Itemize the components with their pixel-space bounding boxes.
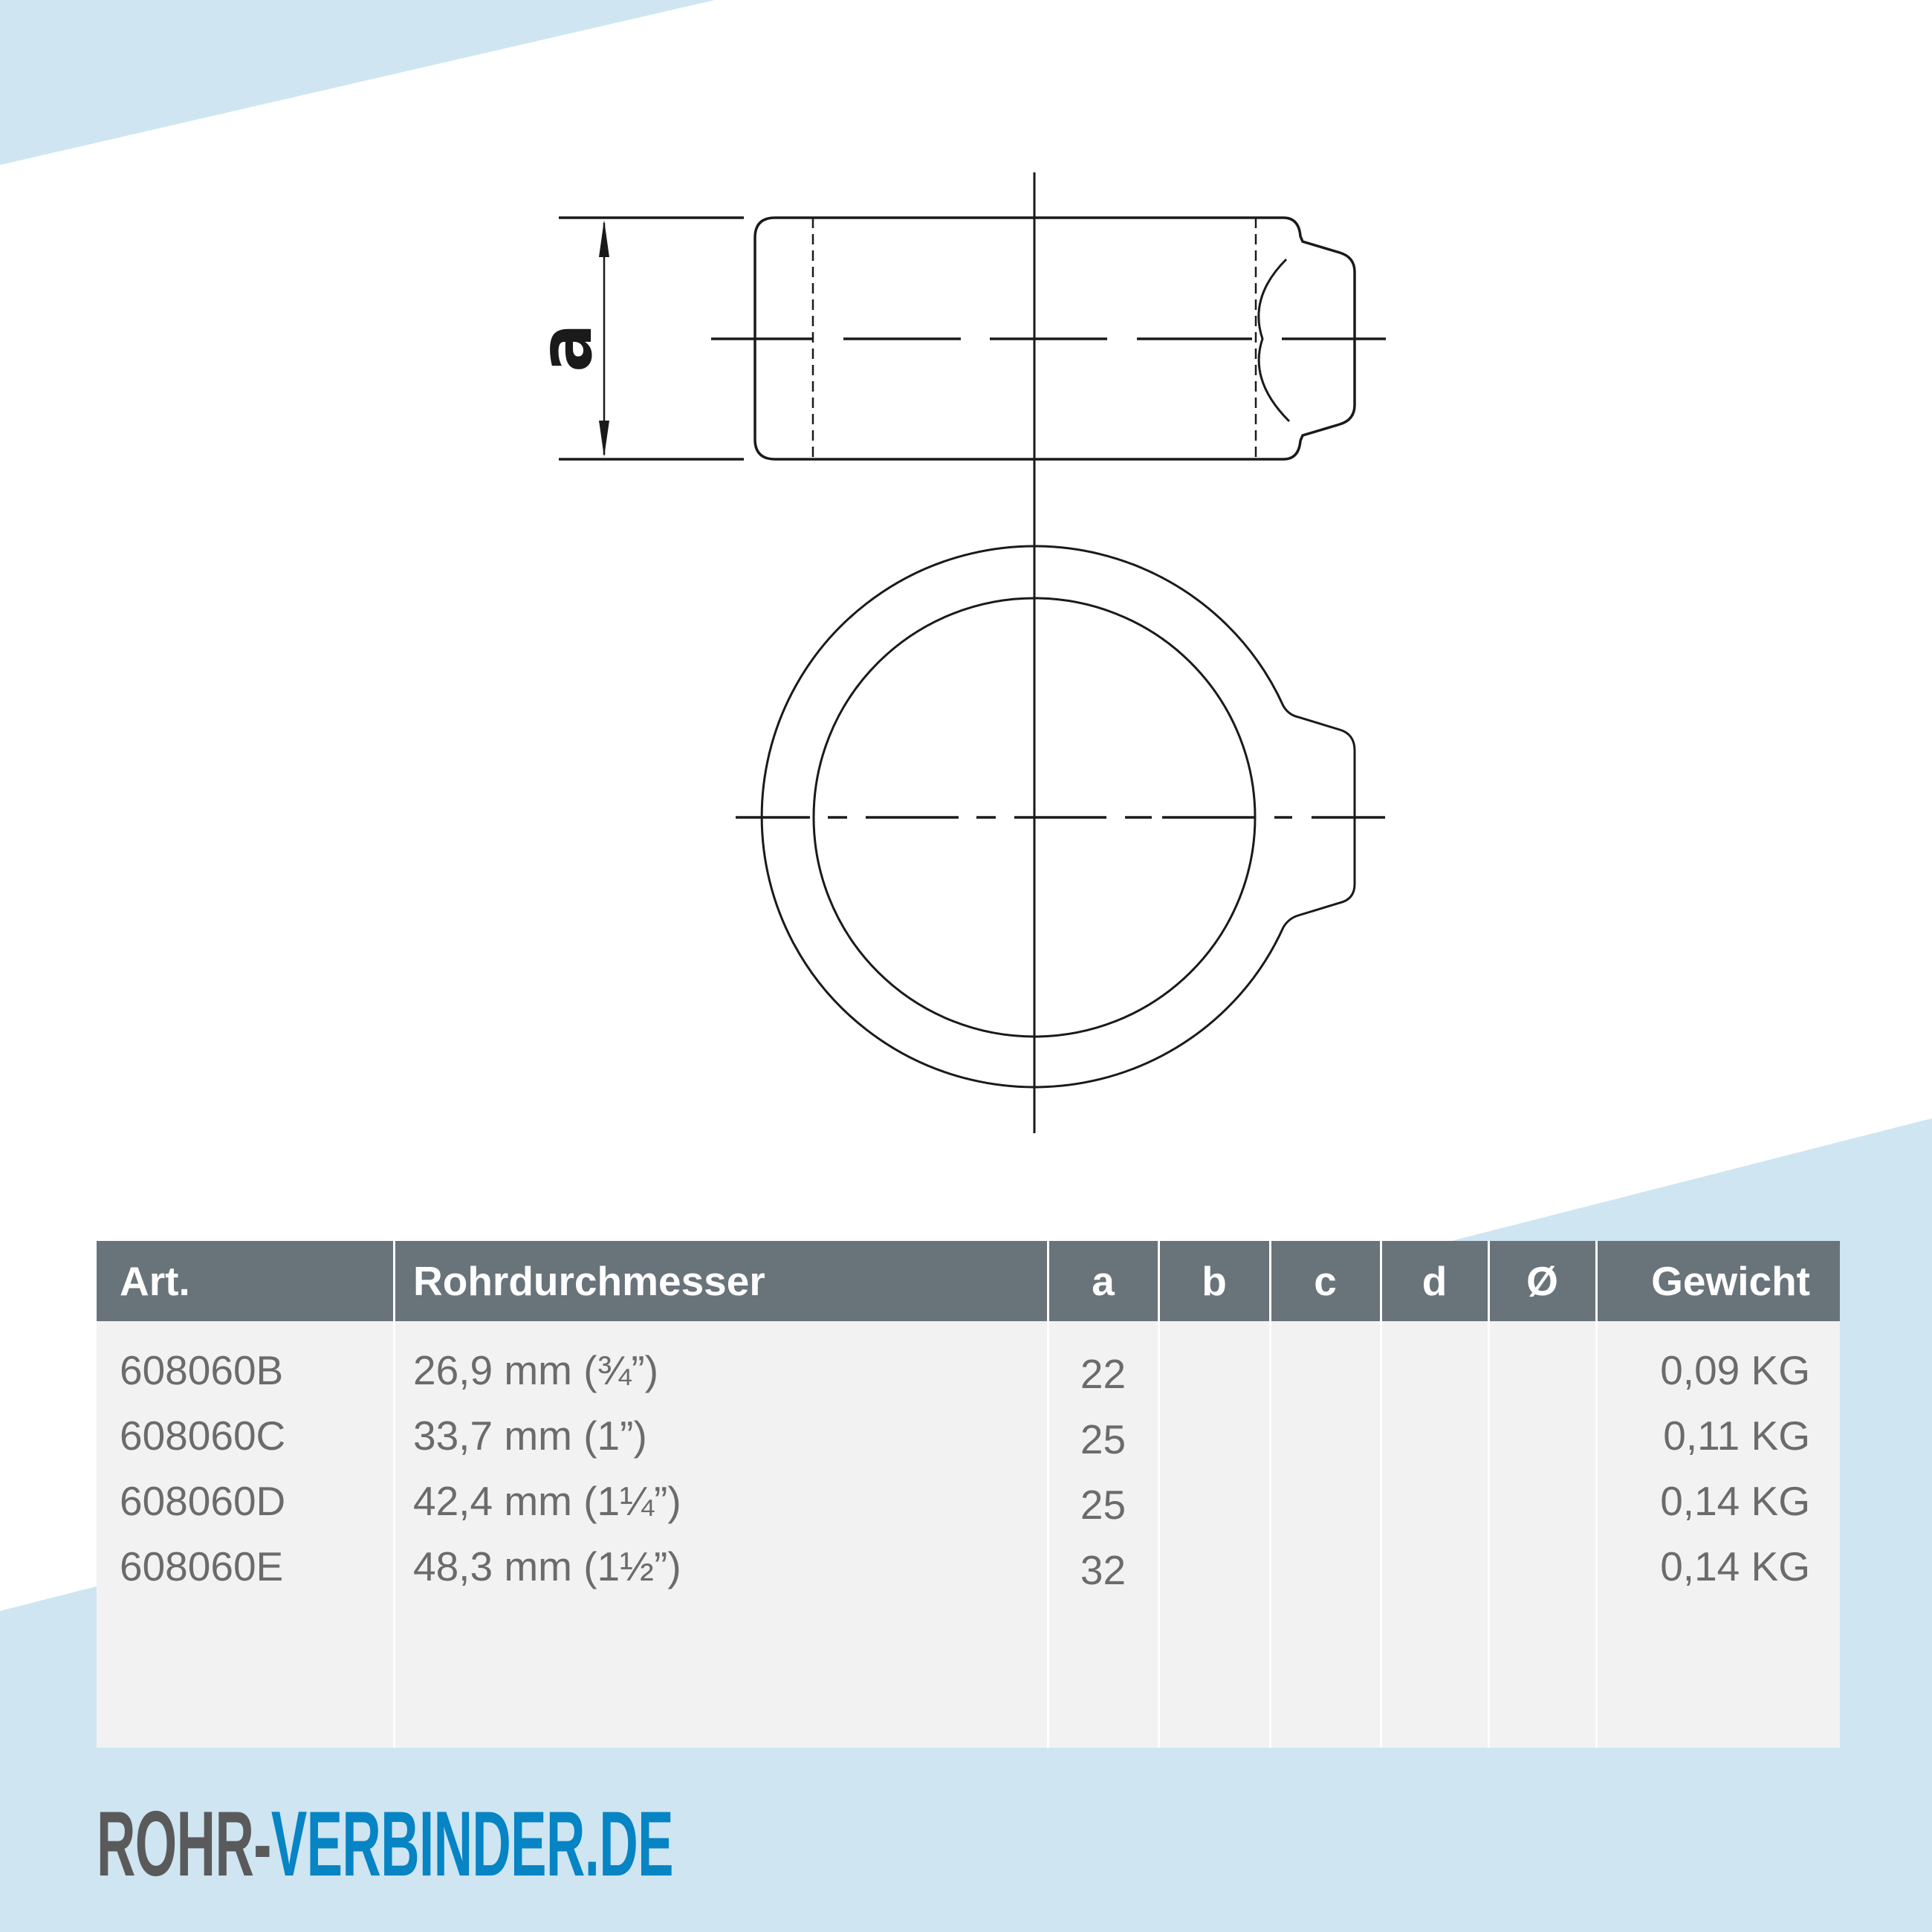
arrowhead-up-icon	[599, 220, 609, 257]
logo-part-rohr: ROHR-	[97, 1793, 271, 1896]
header-b: b	[1202, 1258, 1227, 1304]
cell-a: 25	[1080, 1416, 1127, 1462]
logo-part-verbinder: VERBINDER.DE	[270, 1793, 674, 1896]
dimension-label-a: a	[524, 322, 609, 373]
header-d: d	[1422, 1258, 1448, 1304]
side-view	[559, 172, 1386, 1133]
cell-rohrdurchmesser: 26,9 mm (¾”)	[413, 1347, 659, 1393]
front-view	[736, 545, 1385, 1089]
cell-art: 608060C	[120, 1413, 286, 1459]
connector-body-outline	[753, 216, 1356, 461]
cell-rohrdurchmesser: 42,4 mm (1¼”)	[413, 1478, 681, 1524]
header-c: c	[1314, 1258, 1337, 1304]
cell-rohrdurchmesser: 33,7 mm (1”)	[413, 1413, 647, 1459]
column-divider	[1488, 1241, 1490, 1748]
cell-a: 25	[1080, 1482, 1127, 1528]
column-divider	[1380, 1241, 1382, 1748]
cell-a: 22	[1080, 1351, 1127, 1397]
brand-logo: ROHR-VERBINDER.DE	[97, 1798, 674, 1890]
cell-rohrdurchmesser: 48,3 mm (1½”)	[413, 1543, 681, 1589]
header-rohrdurchmesser: Rohrdurchmesser	[413, 1258, 765, 1304]
cell-gewicht: 0,14 KG	[1660, 1478, 1810, 1524]
cell-art: 608060B	[120, 1347, 284, 1393]
column-divider	[1047, 1241, 1049, 1748]
top-left-accent-triangle	[0, 0, 715, 165]
header-diameter: Ø	[1526, 1258, 1558, 1304]
cell-gewicht: 0,11 KG	[1663, 1413, 1810, 1459]
column-divider	[1158, 1241, 1160, 1748]
cell-art: 608060D	[120, 1478, 286, 1524]
spec-table: Art. Rohrdurchmesser a b c d Ø Gewicht 6…	[97, 1241, 1840, 1748]
outer-ring-with-tab	[760, 545, 1356, 1089]
table-header: Art. Rohrdurchmesser a b c d Ø Gewicht	[97, 1241, 1840, 1321]
arrowhead-down-icon	[599, 421, 609, 457]
cell-a: 32	[1080, 1547, 1127, 1593]
header-a: a	[1092, 1258, 1115, 1304]
column-divider	[393, 1241, 395, 1748]
cell-art: 608060E	[120, 1543, 284, 1589]
header-gewicht: Gewicht	[1651, 1258, 1810, 1304]
column-divider	[1269, 1241, 1271, 1748]
column-divider	[1595, 1241, 1598, 1748]
inner-arc	[1257, 258, 1291, 423]
cell-gewicht: 0,14 KG	[1660, 1543, 1810, 1589]
header-art: Art.	[120, 1258, 190, 1304]
cell-gewicht: 0,09 KG	[1660, 1347, 1810, 1393]
